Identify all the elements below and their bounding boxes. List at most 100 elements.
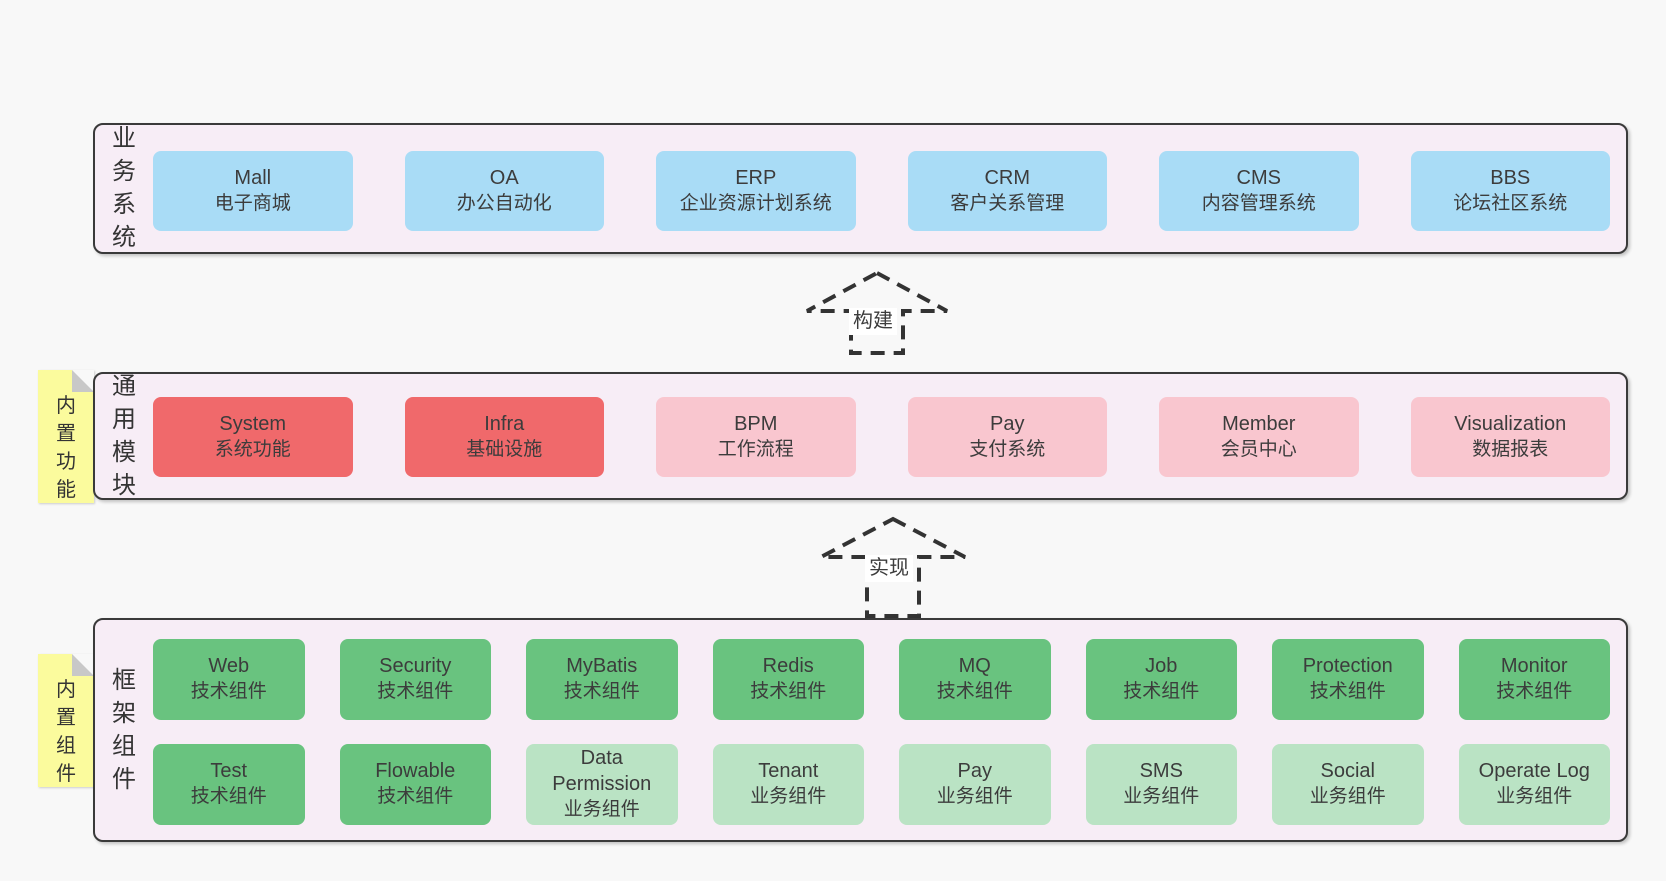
box-title: Visualization bbox=[1454, 412, 1567, 435]
box-sms: SMS 业务组件 bbox=[1085, 744, 1237, 825]
box-title: BPM bbox=[734, 412, 778, 435]
box-operate-log: Operate Log 业务组件 bbox=[1458, 744, 1610, 825]
box-subtitle: 业务组件 bbox=[563, 799, 640, 821]
box-title: Mall bbox=[234, 166, 272, 189]
box-subtitle: 内容管理系统 bbox=[1201, 192, 1316, 214]
box-subtitle: 业务组件 bbox=[750, 786, 827, 808]
box-subtitle: 技术组件 bbox=[750, 681, 827, 703]
box-title: Redis bbox=[762, 655, 814, 678]
box-subtitle: 业务组件 bbox=[1123, 786, 1200, 808]
box-system: System 系统功能 bbox=[153, 397, 353, 477]
sticky-note-builtin-components: 内置组件 bbox=[38, 654, 94, 787]
box-subtitle: 电子商城 bbox=[214, 192, 291, 214]
box-subtitle: 客户关系管理 bbox=[950, 192, 1065, 214]
box-member: Member 会员中心 bbox=[1159, 397, 1359, 477]
box-subtitle: 论坛社区系统 bbox=[1453, 192, 1568, 214]
box-title: System bbox=[219, 412, 287, 435]
box-title: Infra bbox=[484, 412, 525, 435]
box-subtitle: 业务组件 bbox=[1309, 786, 1386, 808]
box-subtitle: 业务组件 bbox=[1496, 786, 1573, 808]
box-visualization: Visualization 数据报表 bbox=[1410, 397, 1610, 477]
box-pay: Pay 业务组件 bbox=[899, 744, 1051, 825]
box-title: Social bbox=[1320, 760, 1375, 783]
box-subtitle: 办公自动化 bbox=[456, 192, 552, 214]
box-subtitle: 技术组件 bbox=[563, 681, 640, 703]
layer-label: 框架组件 bbox=[112, 666, 136, 793]
layer-label: 通用模块 bbox=[112, 372, 136, 499]
box-flowable: Flowable 技术组件 bbox=[339, 744, 491, 825]
box-subtitle: 数据报表 bbox=[1472, 438, 1549, 460]
box-title: Web bbox=[208, 655, 250, 678]
box-oa: OA 办公自动化 bbox=[404, 151, 604, 231]
box-title: BBS bbox=[1490, 166, 1531, 189]
box-title: Operate Log bbox=[1478, 760, 1590, 783]
box-security: Security 技术组件 bbox=[339, 639, 491, 720]
box-subtitle: 会员中心 bbox=[1220, 438, 1297, 460]
layer-rows: System 系统功能 Infra 基础设施 BPM 工作流程 Pay 支付系统 Member 会… bbox=[153, 397, 1610, 477]
box-title: Security bbox=[379, 655, 452, 678]
box-title: Monitor bbox=[1500, 655, 1568, 678]
box-job: Job 技术组件 bbox=[1085, 639, 1237, 720]
layer-common-modules: 通用模块 System 系统功能 Infra 基础设施 BPM 工作流程 Pay 支付系统 Mem… bbox=[93, 372, 1628, 500]
box-subtitle: 工作流程 bbox=[717, 438, 794, 460]
box-title: CMS bbox=[1236, 166, 1281, 189]
box-title: Data Permission bbox=[552, 747, 652, 796]
arrow-build-label: 构建 bbox=[849, 308, 897, 335]
box-subtitle: 企业资源计划系统 bbox=[679, 192, 832, 214]
box-redis: Redis 技术组件 bbox=[712, 639, 864, 720]
box-subtitle: 支付系统 bbox=[969, 438, 1046, 460]
box-erp: ERP 企业资源计划系统 bbox=[656, 151, 856, 231]
box-mq: MQ 技术组件 bbox=[899, 639, 1051, 720]
box-subtitle: 系统功能 bbox=[214, 438, 291, 460]
sticky-note-builtin-functions: 内置功能 bbox=[38, 370, 94, 503]
box-tenant: Tenant 业务组件 bbox=[712, 744, 864, 825]
box-title: Flowable bbox=[375, 760, 456, 783]
box-subtitle: 技术组件 bbox=[936, 681, 1013, 703]
box-title: MQ bbox=[958, 655, 991, 678]
box-pay: Pay 支付系统 bbox=[907, 397, 1107, 477]
box-mybatis: MyBatis 技术组件 bbox=[526, 639, 678, 720]
box-title: Job bbox=[1145, 655, 1178, 678]
box-bpm: BPM 工作流程 bbox=[656, 397, 856, 477]
box-subtitle: 业务组件 bbox=[936, 786, 1013, 808]
box-web: Web 技术组件 bbox=[153, 639, 305, 720]
box-title: SMS bbox=[1139, 760, 1183, 783]
box-subtitle: 技术组件 bbox=[190, 786, 267, 808]
box-title: Tenant bbox=[758, 760, 819, 783]
box-title: MyBatis bbox=[566, 655, 638, 678]
box-crm: CRM 客户关系管理 bbox=[907, 151, 1107, 231]
box-social: Social 业务组件 bbox=[1272, 744, 1424, 825]
box-row: Mall 电子商城 OA 办公自动化 ERP 企业资源计划系统 CRM 客户关系管理 CMS 内容… bbox=[153, 151, 1610, 231]
box-monitor: Monitor 技术组件 bbox=[1458, 639, 1610, 720]
box-subtitle: 基础设施 bbox=[466, 438, 543, 460]
box-subtitle: 技术组件 bbox=[190, 681, 267, 703]
box-data-permission: Data Permission 业务组件 bbox=[526, 744, 678, 825]
arrow-implement-label: 实现 bbox=[865, 555, 913, 582]
box-title: ERP bbox=[735, 166, 777, 189]
box-title: Pay bbox=[990, 412, 1025, 435]
box-row: System 系统功能 Infra 基础设施 BPM 工作流程 Pay 支付系统 Member 会… bbox=[153, 397, 1610, 477]
box-protection: Protection 技术组件 bbox=[1272, 639, 1424, 720]
layer-framework-components: 框架组件 Web 技术组件 Security 技术组件 MyBatis 技术组件 Redis 技… bbox=[93, 618, 1628, 842]
box-title: OA bbox=[489, 166, 519, 189]
layer-rows: Mall 电子商城 OA 办公自动化 ERP 企业资源计划系统 CRM 客户关系管理 CMS 内容… bbox=[153, 151, 1610, 231]
box-subtitle: 技术组件 bbox=[1123, 681, 1200, 703]
box-subtitle: 技术组件 bbox=[377, 786, 454, 808]
box-mall: Mall 电子商城 bbox=[153, 151, 353, 231]
box-bbs: BBS 论坛社区系统 bbox=[1410, 151, 1610, 231]
box-title: Protection bbox=[1302, 655, 1393, 678]
box-cms: CMS 内容管理系统 bbox=[1159, 151, 1359, 231]
box-subtitle: 技术组件 bbox=[1496, 681, 1573, 703]
box-title: Pay bbox=[957, 760, 992, 783]
box-subtitle: 技术组件 bbox=[1309, 681, 1386, 703]
box-title: Member bbox=[1222, 412, 1296, 435]
box-subtitle: 技术组件 bbox=[377, 681, 454, 703]
box-title: CRM bbox=[984, 166, 1031, 189]
box-infra: Infra 基础设施 bbox=[404, 397, 604, 477]
